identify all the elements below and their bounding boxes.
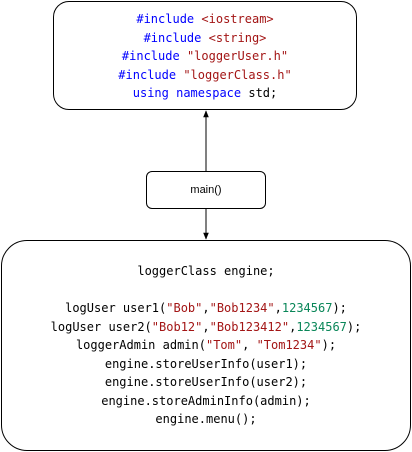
code-token: 1234567	[296, 319, 347, 334]
code-token: logUser user2(	[50, 319, 152, 334]
code-token: loggerClass engine;	[137, 264, 275, 278]
code-token: "Bob12"	[151, 319, 203, 334]
code-token: <iostream>	[201, 12, 274, 26]
code-token: "Tom"	[205, 338, 243, 352]
code-token: engine.storeAdminInfo(admin);	[101, 393, 311, 408]
code-token: logUser user1(	[65, 301, 167, 315]
includes-box: #include <iostream>#include <string>#inc…	[53, 1, 357, 110]
code-line	[2, 281, 410, 300]
code-line: using namespace std;	[54, 84, 356, 103]
code-line: engine.menu();	[2, 410, 410, 429]
code-line: #include <string>	[54, 29, 356, 48]
code-token: "loggerUser.h"	[186, 49, 289, 63]
code-token: ,	[242, 338, 257, 352]
code-token: "Bob"	[166, 301, 203, 315]
code-token: ,	[289, 319, 297, 334]
code-token: ,	[202, 319, 210, 334]
code-token: );	[321, 338, 337, 352]
code-token: engine.storeUserInfo(user1);	[104, 356, 308, 371]
main-body-code: loggerClass engine;logUser user1("Bob","…	[2, 262, 410, 429]
code-line: logUser user1("Bob","Bob1234",1234567);	[2, 299, 410, 318]
code-line: engine.storeUserInfo(user2);	[2, 373, 410, 392]
code-token: #include	[118, 67, 184, 82]
code-token: #include	[136, 12, 202, 26]
code-line: #include "loggerClass.h"	[54, 66, 356, 85]
code-token: #include	[143, 30, 209, 45]
code-token: 1234567	[281, 301, 333, 315]
code-line: #include <iostream>	[54, 10, 356, 29]
main-function-box: main()	[146, 171, 266, 209]
code-token: ,	[274, 301, 282, 315]
main-function-label: main()	[190, 184, 222, 196]
code-token: "Bob123412"	[209, 319, 290, 334]
code-token: "Bob1234"	[209, 301, 275, 315]
code-line: logUser user2("Bob12","Bob123412",123456…	[2, 318, 410, 337]
code-line: #include "loggerUser.h"	[54, 47, 356, 66]
code-line: loggerClass engine;	[2, 262, 410, 281]
code-token: engine.menu();	[155, 412, 257, 426]
code-token: "Tom1234"	[256, 338, 322, 352]
code-token: ,	[202, 301, 210, 315]
code-token: using namespace	[132, 86, 249, 100]
code-line: engine.storeUserInfo(user1);	[2, 355, 410, 374]
code-token: std;	[248, 86, 278, 100]
code-token: );	[346, 319, 362, 334]
main-body-box: loggerClass engine;logUser user1("Bob","…	[1, 240, 411, 451]
code-token: );	[332, 301, 347, 315]
code-line: loggerAdmin admin("Tom", "Tom1234");	[2, 336, 410, 355]
code-line: engine.storeAdminInfo(admin);	[2, 392, 410, 411]
code-token: engine.storeUserInfo(user2);	[104, 375, 308, 389]
includes-code: #include <iostream>#include <string>#inc…	[54, 10, 356, 103]
code-token: <string>	[208, 30, 267, 45]
code-token: #include	[121, 49, 187, 63]
code-token: loggerAdmin admin(	[75, 338, 206, 352]
code-token: "loggerClass.h"	[183, 67, 292, 82]
